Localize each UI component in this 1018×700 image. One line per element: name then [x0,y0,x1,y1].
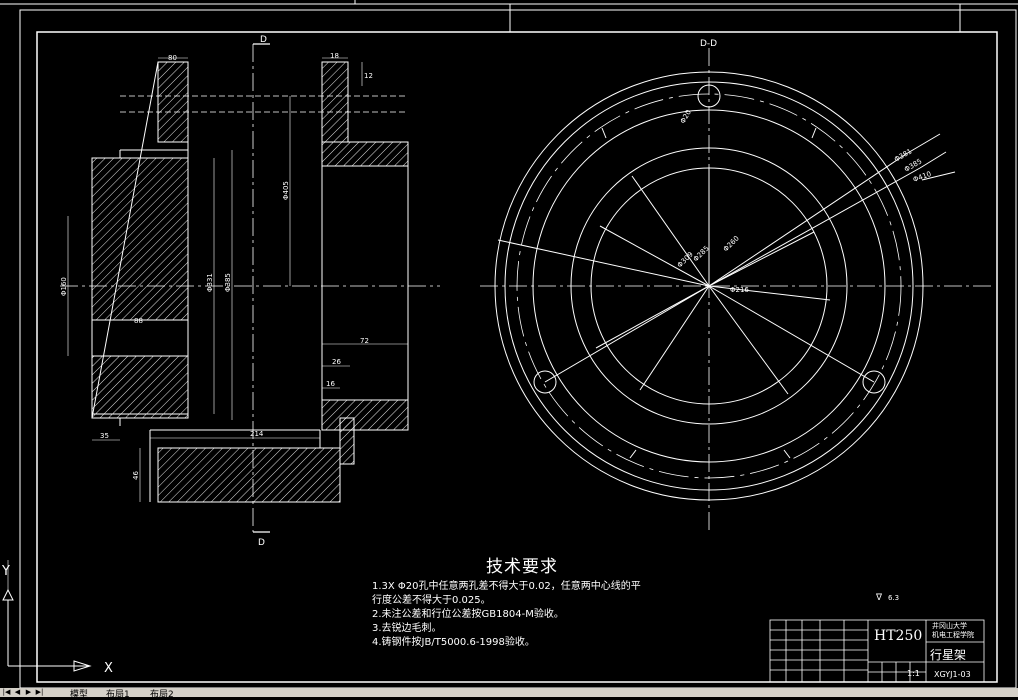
dim-bottom-left: 35 [100,432,109,440]
ucs-icon [2,560,92,672]
tab-layout2[interactable]: 布局2 [150,690,174,700]
tech-requirements-title: 技术要求 [486,557,558,577]
school-line-2: 机电工程学院 [932,631,974,639]
title-block-part-name: 行星架 [930,648,967,662]
dim-top-small: 12 [364,72,373,80]
dim-dia-right: Φ405 [282,181,290,200]
tab-prev-icon[interactable]: ◀ [14,688,21,696]
dim-d2: Φ381 [893,147,913,163]
tab-first-icon[interactable]: |◀ [2,688,11,696]
ucs-y-label: Y [1,564,10,579]
dim-d5: Φ216 [730,286,749,294]
tech-requirement-line: 2.未注公差和行位公差按GB1804-M验收。 [372,609,564,620]
roughness-symbol: ∇ [875,593,883,603]
tech-requirement-line: 行度公差不得大于0.025。 [372,595,491,606]
dim-bore-len: 88 [134,317,143,325]
roughness-value: 6.3 [888,594,899,602]
dim-top-width: 80 [168,54,177,62]
section-title: D-D [700,39,717,49]
tech-requirement-line: 4.铸钢件按JB/T5000.6-1998验收。 [372,637,535,648]
dim-right-len: 72 [360,337,369,345]
dim-d8: Φ285 [692,244,711,263]
school-line-1: 井冈山大学 [932,622,967,630]
tech-requirement-line: 1.3X Φ20孔中任意两孔差不得大于0.02，任意两中心线的平 [372,581,641,592]
dd-view [480,48,995,530]
section-marker-top: D [260,35,267,45]
tech-requirements: 技术要求 1.3X Φ20孔中任意两孔差不得大于0.02，任意两中心线的平 行度… [372,559,702,650]
dim-bottom-total: 214 [250,430,264,438]
title-block [769,619,985,683]
title-block-material: HT250 [874,628,923,644]
section-view-labels: D D 80 18 12 88 72 26 16 35 214 46 Φ160 … [60,35,373,548]
ucs-x-label: X [104,661,113,676]
tech-requirement-line: 3.去锐边毛刺。 [372,623,442,634]
dim-small-16: 16 [326,380,335,388]
title-block-drawing-no: XGYJ1-03 [934,670,971,679]
dim-dia-inner: Φ160 [60,277,68,296]
dim-bottom-height: 46 [132,471,140,480]
dim-dia-mid2: Φ385 [224,273,232,292]
tab-model[interactable]: 模型 [70,690,89,700]
section-marker-bottom: D [258,538,265,548]
title-block-school: 井冈山大学 机电工程学院 [932,622,974,640]
tab-last-icon[interactable]: ▶| [35,688,44,696]
layout-tabbar: |◀ ◀ ▶ ▶| 模型 布局1 布局2 [0,688,1018,700]
dim-top-right: 18 [330,52,339,60]
dim-d6: Φ260 [722,234,741,253]
dim-small-26: 26 [332,358,341,366]
tab-layout1[interactable]: 布局1 [106,690,130,700]
dim-d4: Φ410 [912,170,932,184]
dim-dia-mid1: Φ331 [206,273,214,292]
dd-view-labels: D-D Φ20 Φ381 Φ385 Φ410 Φ216 Φ260 Φ309 Φ2… [676,39,933,603]
tab-next-icon[interactable]: ▶ [25,688,32,696]
section-view [60,43,440,533]
dim-d7: Φ309 [676,250,695,269]
title-block-scale: 1:1 [907,669,920,678]
